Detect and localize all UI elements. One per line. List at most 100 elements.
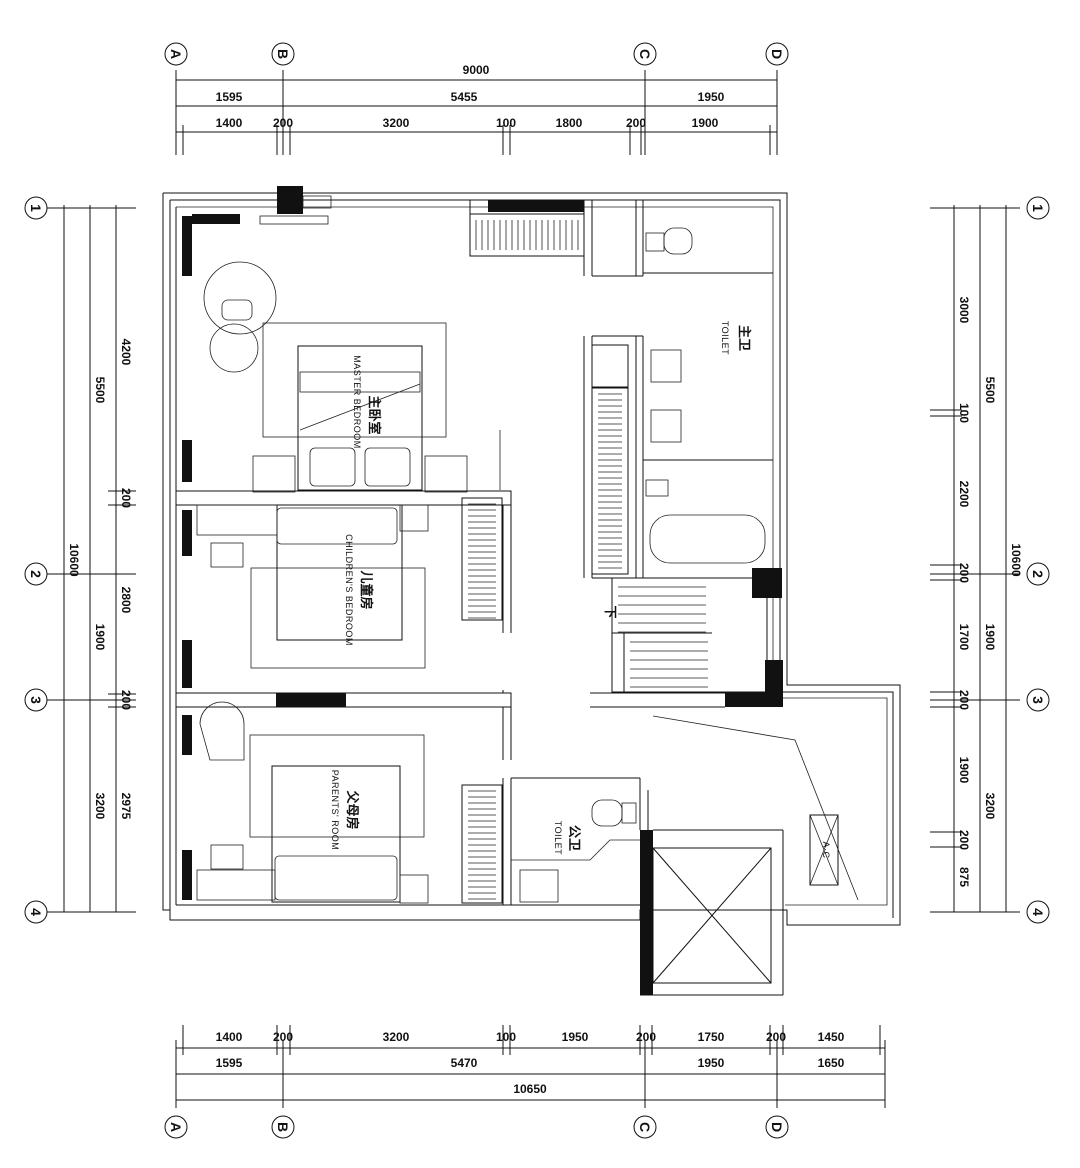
- dim-left-inner-5: 2975: [119, 793, 133, 820]
- dim-bottom-total: 10650: [513, 1082, 547, 1096]
- dim-left-inner-2: 200: [119, 488, 133, 508]
- top-dimension-chains: 9000 1595 5455 1950 1400 200 3200 100 18…: [175, 63, 778, 155]
- master-wardrobe: [469, 213, 629, 575]
- dim-top-detail-6: 200: [626, 116, 646, 130]
- dim-bottom-mid-1: 1595: [216, 1056, 243, 1070]
- axis-a-bottom: A: [168, 1122, 184, 1132]
- dim-left-mid-3: 3200: [93, 793, 107, 820]
- master-toilet-label-cn: 主卫: [736, 325, 752, 351]
- public-toilet-label-en: TOILET: [553, 821, 563, 855]
- dim-top-detail-1: 1400: [216, 116, 243, 130]
- dim-right-outer: 10600: [1009, 543, 1023, 577]
- dim-right-inner-6: 200: [957, 690, 971, 710]
- axis-c-bottom: C: [637, 1122, 653, 1132]
- dim-left-inner-3: 2800: [119, 587, 133, 614]
- dim-top-mid-1: 1595: [216, 90, 243, 104]
- dim-top-detail-5: 1800: [556, 116, 583, 130]
- axis-d-bottom: D: [769, 1122, 785, 1132]
- dim-right-inner-9: 875: [957, 867, 971, 887]
- dim-bottom-mid-2: 5470: [451, 1056, 478, 1070]
- dim-left-inner-1: 4200: [119, 339, 133, 366]
- axis-a-top: A: [168, 49, 184, 59]
- master-bedroom-label-en: MASTER BEDROOM: [352, 355, 362, 449]
- parents-room-label-en: PARENTS' ROOM: [330, 770, 340, 851]
- axis-2-right: 2: [1030, 570, 1046, 578]
- dim-bottom-detail-4: 100: [496, 1030, 516, 1044]
- dim-bottom-detail-8: 200: [766, 1030, 786, 1044]
- bottom-axis-bubbles: A B C D: [164, 1115, 789, 1139]
- right-dimension-chains: 3000 100 2200 200 1700 200 1900 200 875 …: [930, 205, 1023, 913]
- wardrobe-hatch-children: [468, 503, 496, 619]
- balcony: A·C: [652, 715, 859, 901]
- stairs-down-label: 下: [602, 605, 617, 618]
- staircase: 下: [602, 577, 768, 693]
- axis-3-left: 3: [28, 696, 44, 704]
- parents-room: 父母房 PARENTS' ROOM: [196, 701, 503, 904]
- dim-bottom-detail-7: 1750: [698, 1030, 725, 1044]
- dim-right-inner-8: 200: [957, 830, 971, 850]
- axis-2-left: 2: [28, 570, 44, 578]
- right-axis-bubbles: 1 2 3 4: [1026, 196, 1050, 924]
- dim-right-inner-2: 100: [957, 403, 971, 423]
- axis-c-top: C: [637, 49, 653, 59]
- stair-treads-lower: [630, 641, 708, 688]
- dim-top-total: 9000: [463, 63, 490, 77]
- dim-top-mid-3: 1950: [698, 90, 725, 104]
- wardrobe-hatch-master-side: [598, 393, 622, 569]
- dim-right-inner-3: 2200: [957, 481, 971, 508]
- left-axis-bubbles: 1 2 3 4: [24, 196, 64, 924]
- dim-bottom-detail-1: 1400: [216, 1030, 243, 1044]
- dim-right-inner-4: 200: [957, 563, 971, 583]
- dim-bottom-detail-3: 3200: [383, 1030, 410, 1044]
- master-toilet-label-en: TOILET: [720, 321, 730, 355]
- dim-left-inner-4: 200: [119, 690, 133, 710]
- dim-right-mid-3: 3200: [983, 793, 997, 820]
- dim-bottom-mid-3: 1950: [698, 1056, 725, 1070]
- dim-top-detail-4: 100: [496, 116, 516, 130]
- dim-top-mid-2: 5455: [451, 90, 478, 104]
- dim-right-mid-2: 1900: [983, 624, 997, 651]
- stair-treads-upper: [618, 586, 706, 633]
- interior-partitions: [175, 200, 784, 996]
- bottom-dimension-chains: 1400 200 3200 100 1950 200 1750 200 1450…: [175, 1025, 886, 1108]
- dim-bottom-mid-4: 1650: [818, 1056, 845, 1070]
- master-toilet: 主卫 TOILET: [643, 227, 773, 564]
- axis-d-top: D: [769, 49, 785, 59]
- children-bedroom: 儿童房 CHILDREN'S BEDROOM: [196, 497, 503, 669]
- parents-room-label-cn: 父母房: [344, 789, 360, 829]
- wardrobe-hatch-parents: [468, 790, 496, 900]
- left-windows: [182, 214, 240, 900]
- axis-b-top: B: [275, 49, 291, 59]
- left-dimension-chains: 10600 5500 1900 3200 4200 200 2800 200 2…: [56, 205, 136, 913]
- axis-4-left: 4: [28, 908, 44, 916]
- children-bedroom-label-en: CHILDREN'S BEDROOM: [344, 534, 354, 646]
- axis-3-right: 3: [1030, 696, 1046, 704]
- public-toilet-label-cn: 公卫: [566, 825, 581, 851]
- dim-left-mid-2: 1900: [93, 624, 107, 651]
- axis-1-left: 1: [28, 204, 44, 212]
- axis-b-bottom: B: [275, 1122, 291, 1132]
- exterior-walls: [162, 186, 901, 926]
- dim-right-inner-7: 1900: [957, 757, 971, 784]
- public-toilet: 公卫 TOILET: [511, 799, 640, 903]
- axis-4-right: 4: [1030, 908, 1046, 916]
- ac-label: A·C: [821, 842, 831, 859]
- dim-left-mid-1: 5500: [93, 377, 107, 404]
- dim-bottom-detail-5: 1950: [562, 1030, 589, 1044]
- dim-top-detail-7: 1900: [692, 116, 719, 130]
- dim-right-mid-1: 5500: [983, 377, 997, 404]
- dim-right-inner-5: 1700: [957, 624, 971, 651]
- wardrobe-hatch-master-top: [475, 220, 579, 250]
- children-bedroom-label-cn: 儿童房: [358, 569, 374, 609]
- dim-bottom-detail-9: 1450: [818, 1030, 845, 1044]
- dim-bottom-detail-6: 200: [636, 1030, 656, 1044]
- dim-right-inner-1: 3000: [957, 297, 971, 324]
- master-bedroom-label-cn: 主卧室: [366, 395, 382, 434]
- axis-1-right: 1: [1030, 204, 1046, 212]
- top-axis-bubbles: A B C D: [164, 42, 789, 66]
- dim-bottom-detail-2: 200: [273, 1030, 293, 1044]
- dim-left-outer: 10600: [67, 543, 81, 577]
- master-bedroom: 主卧室 MASTER BEDROOM: [203, 261, 501, 493]
- dim-top-detail-3: 3200: [383, 116, 410, 130]
